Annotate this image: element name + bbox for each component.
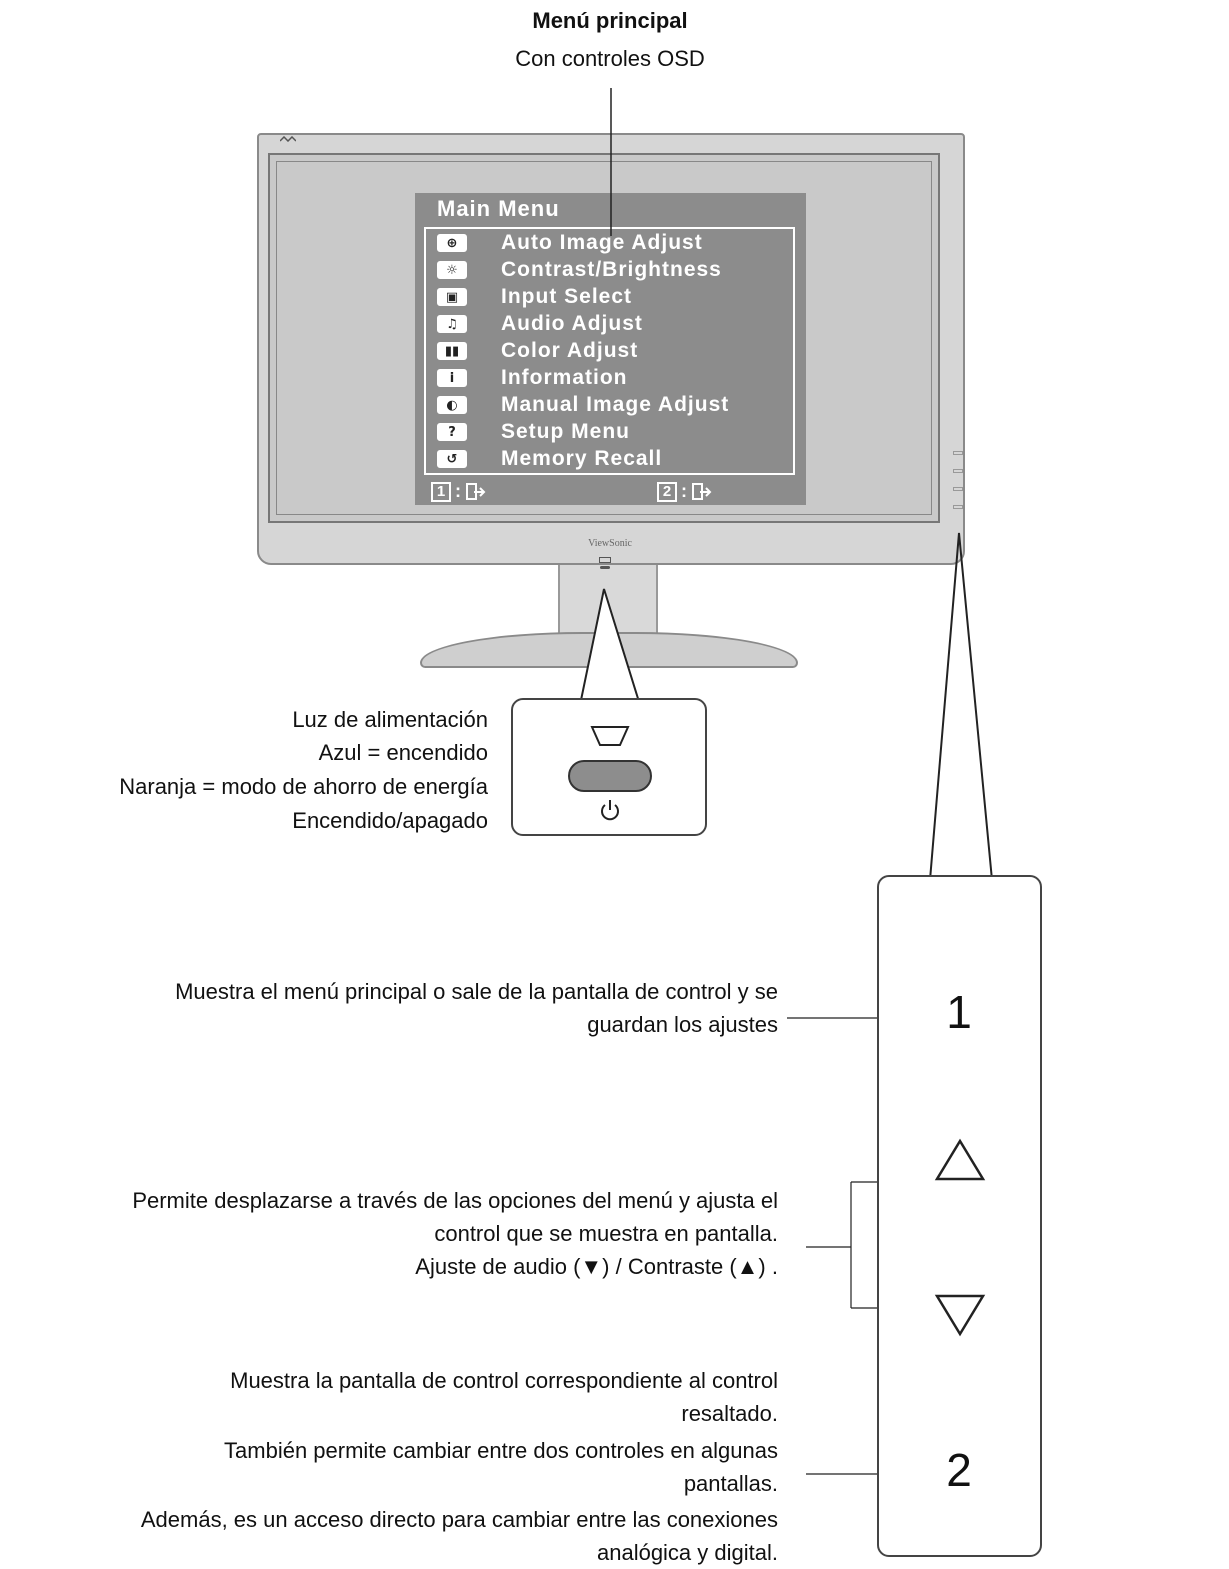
contrast-brightness-icon: ☼ bbox=[437, 261, 467, 279]
osd-item-input-select[interactable]: ▣ Input Select bbox=[437, 284, 632, 310]
side-button-down[interactable] bbox=[953, 487, 963, 491]
osd-key-number: 2 bbox=[657, 481, 677, 502]
button-2-description-line-6: analógica y digital. bbox=[596, 1540, 778, 1565]
osd-item-frame bbox=[424, 227, 795, 475]
osd-item-auto-image-adjust[interactable]: ⊕ Auto Image Adjust bbox=[437, 230, 703, 256]
button-1-description-line-1: Muestra el menú principal o sale de la p… bbox=[175, 979, 778, 1004]
arrows-description-line-2: control que se muestra en pantalla. bbox=[434, 1221, 778, 1246]
osd-item-manual-image-adjust[interactable]: ◐ Manual Image Adjust bbox=[437, 392, 729, 418]
setup-icon: ? bbox=[437, 423, 467, 441]
osd-item-label: Memory Recall bbox=[501, 447, 663, 470]
button-2-description-line-3: También permite cambiar entre dos contro… bbox=[224, 1438, 778, 1463]
heading-main-menu: Menú principal bbox=[532, 8, 688, 33]
button-1[interactable]: 1 bbox=[946, 986, 972, 1038]
osd-item-audio-adjust[interactable]: ♫ Audio Adjust bbox=[437, 311, 643, 337]
audio-icon: ♫ bbox=[437, 315, 467, 333]
osd-item-label: Manual Image Adjust bbox=[501, 393, 730, 416]
osd-title: Main Menu bbox=[437, 196, 560, 221]
osd-item-label: Input Select bbox=[501, 285, 633, 308]
power-orange-label: Naranja = modo de ahorro de energía bbox=[119, 774, 488, 799]
side-button-2[interactable] bbox=[953, 505, 963, 509]
osd-key-number: 1 bbox=[431, 481, 451, 502]
osd-item-label: Audio Adjust bbox=[501, 312, 643, 335]
power-icon bbox=[601, 800, 619, 821]
button-2[interactable]: 2 bbox=[946, 1444, 972, 1496]
manual-adjust-icon: ◐ bbox=[437, 396, 467, 414]
osd-item-memory-recall[interactable]: ↺ Memory Recall bbox=[437, 446, 662, 472]
brand-logo-icon bbox=[280, 136, 296, 142]
osd-item-label: Contrast/Brightness bbox=[501, 258, 722, 281]
power-light-label: Luz de alimentación bbox=[292, 707, 488, 732]
power-button-icon bbox=[600, 566, 610, 569]
osd-key-separator: : bbox=[681, 481, 687, 501]
osd-menu bbox=[415, 193, 806, 505]
monitor-screen-inner bbox=[276, 161, 932, 515]
button-1-description-line-2: guardan los ajustes bbox=[587, 1012, 778, 1037]
power-onoff-label: Encendido/apagado bbox=[292, 808, 488, 833]
osd-item-color-adjust[interactable]: ▮▮ Color Adjust bbox=[437, 338, 638, 364]
information-icon: i bbox=[437, 369, 467, 387]
up-arrow-button-icon[interactable] bbox=[934, 1138, 986, 1182]
power-blue-label: Azul = encendido bbox=[318, 740, 488, 765]
power-led-icon bbox=[599, 557, 611, 563]
enter-icon bbox=[692, 482, 712, 500]
power-led-icon bbox=[590, 726, 630, 746]
down-arrow-button-icon[interactable] bbox=[934, 1293, 986, 1337]
side-button-1[interactable] bbox=[953, 451, 963, 455]
arrows-description-line-3: Ajuste de audio (▼) / Contraste (▲) . bbox=[415, 1254, 778, 1279]
heading-osd-controls: Con controles OSD bbox=[515, 46, 705, 71]
osd-item-label: Auto Image Adjust bbox=[501, 231, 703, 254]
button-2-description-line-2: resaltado. bbox=[681, 1401, 778, 1426]
osd-key-separator: : bbox=[455, 481, 461, 501]
button-2-description-line-1: Muestra la pantalla de control correspon… bbox=[230, 1368, 778, 1393]
power-button[interactable] bbox=[568, 760, 652, 792]
monitor-brand: ViewSonic bbox=[588, 538, 632, 549]
osd-item-setup-menu[interactable]: ? Setup Menu bbox=[437, 419, 630, 445]
auto-adjust-icon: ⊕ bbox=[437, 234, 467, 252]
osd-item-information[interactable]: i Information bbox=[437, 365, 628, 391]
arrows-description-line-1: Permite desplazarse a través de las opci… bbox=[132, 1188, 778, 1213]
button-2-description-line-5: Además, es un acceso directo para cambia… bbox=[140, 1507, 778, 1532]
color-adjust-icon: ▮▮ bbox=[437, 342, 467, 360]
osd-item-label: Setup Menu bbox=[501, 420, 630, 443]
memory-recall-icon: ↺ bbox=[437, 450, 467, 468]
osd-item-contrast-brightness[interactable]: ☼ Contrast/Brightness bbox=[437, 257, 722, 283]
input-select-icon: ▣ bbox=[437, 288, 467, 306]
osd-key-2-hint: 2 : bbox=[657, 481, 713, 502]
osd-item-label: Color Adjust bbox=[501, 339, 639, 362]
osd-item-label: Information bbox=[501, 366, 628, 389]
control-panel bbox=[877, 875, 1042, 1557]
button-2-description-line-4: pantallas. bbox=[683, 1471, 778, 1496]
osd-key-1-hint: 1 : bbox=[431, 481, 487, 502]
exit-icon bbox=[466, 482, 486, 500]
side-button-up[interactable] bbox=[953, 469, 963, 473]
